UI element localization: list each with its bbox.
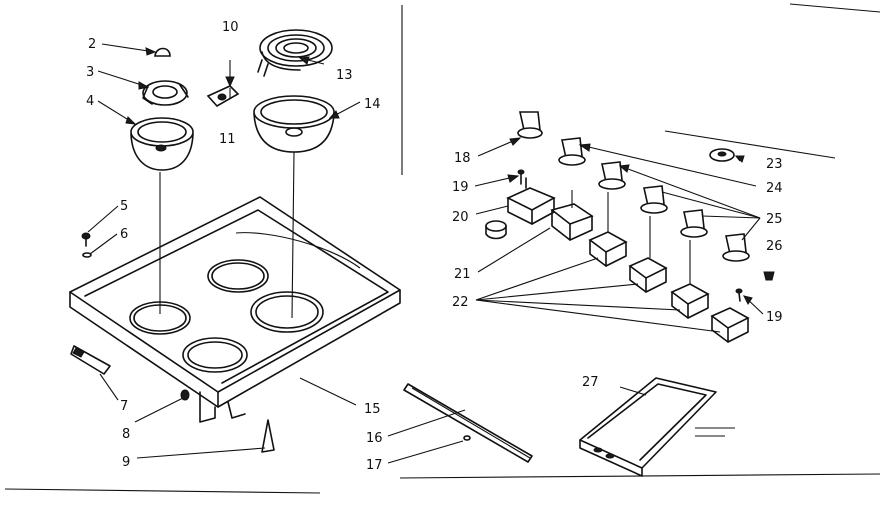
label-part-25: 25 (766, 212, 783, 227)
label-part-26: 26 (766, 239, 783, 254)
part-22-switch-2 (628, 216, 668, 293)
part-25-knob-3 (680, 209, 708, 238)
label-part-11: 11 (219, 132, 236, 147)
label-part-15: 15 (364, 402, 381, 417)
label-part-4: 4 (86, 94, 94, 109)
frame-lines (4, 3, 881, 494)
label-part-23: 23 (766, 157, 783, 172)
label-part-19-upper: 19 (452, 180, 469, 195)
leader-lines (87, 43, 764, 464)
label-part-18: 18 (454, 151, 471, 166)
part-19-screw-upper (517, 169, 525, 185)
part-labels: 2 3 4 5 6 7 8 9 10 11 13 14 15 16 17 18 … (86, 20, 783, 473)
label-part-14: 14 (364, 97, 381, 112)
label-part-7: 7 (120, 399, 128, 414)
part-16-trim-strip (403, 383, 533, 463)
label-part-16: 16 (366, 431, 383, 446)
part-19-screw-lower (735, 288, 743, 302)
part-13-coil-element (257, 29, 333, 77)
part-23-cap (709, 148, 735, 162)
part-22-switch-4 (710, 307, 750, 343)
part-25-knob-2 (640, 185, 668, 214)
label-part-17: 17 (366, 458, 383, 473)
part-27-panel (579, 377, 735, 477)
part-24-knob (558, 137, 586, 166)
part-18-knob (517, 111, 543, 139)
label-part-6: 6 (120, 227, 128, 242)
part-21-switch (550, 190, 594, 241)
label-part-20: 20 (452, 210, 469, 225)
part-2-cap (154, 47, 171, 57)
part-9-leg (261, 419, 275, 453)
label-part-21: 21 (454, 267, 471, 282)
label-part-22: 22 (452, 295, 469, 310)
part-26-grommet (763, 271, 775, 281)
label-part-19-lower: 19 (766, 310, 783, 325)
part-3-bracket (142, 80, 189, 106)
part-6-washer (82, 252, 92, 258)
part-14-drip-bowl (253, 95, 335, 153)
label-part-5: 5 (120, 199, 128, 214)
label-part-10: 10 (222, 20, 239, 35)
part-7-bracket (70, 345, 111, 375)
part-11-receptacle (206, 85, 240, 108)
label-part-2: 2 (88, 37, 96, 52)
part-20-thermostat (485, 177, 556, 240)
part-4-drip-bowl (130, 117, 194, 171)
part-22-switch-1 (588, 192, 628, 267)
part-25-knob-1 (598, 161, 626, 190)
part-17-screw (463, 435, 471, 441)
label-part-9: 9 (122, 455, 130, 470)
part-8-clip (180, 389, 190, 401)
arrowheads (125, 47, 753, 305)
part-5-screw (81, 232, 91, 247)
label-part-24: 24 (766, 181, 783, 196)
part-25-knob-4 (722, 233, 750, 262)
label-part-8: 8 (122, 427, 130, 442)
label-part-3: 3 (86, 65, 94, 80)
label-part-13: 13 (336, 68, 353, 83)
label-part-27: 27 (582, 375, 599, 390)
part-22-switch-3 (670, 240, 710, 319)
